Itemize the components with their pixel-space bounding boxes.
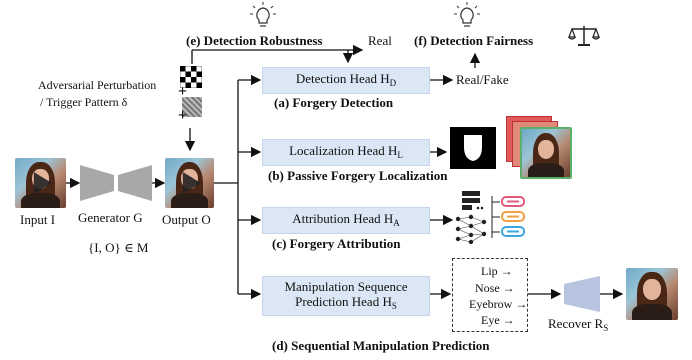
sequence-caption: (d) Sequential Manipulation Prediction [272, 338, 490, 353]
recover-label-sub: S [603, 323, 609, 333]
localization-caption: (b) Passive Forgery Localization [268, 168, 448, 183]
attribution-head-name: Attribution Head H [292, 210, 394, 226]
recover-icon [564, 276, 600, 312]
output-label: Output O [162, 212, 211, 227]
robustness-label: (e) Detection Robustness [186, 33, 323, 48]
forgery-mask-image [450, 127, 496, 169]
attribution-head-sub: A [393, 217, 400, 228]
detection-caption: (a) Forgery Detection [274, 95, 394, 110]
input-face-image [15, 158, 66, 208]
real-fake-label: Real/Fake [456, 72, 509, 87]
balance-scale-icon [568, 26, 600, 46]
recover-label: Recover RS [548, 316, 608, 333]
perturbation-label-line1: Adversarial Perturbation [38, 78, 157, 92]
set-label: {I, O} ∈ M [88, 240, 149, 255]
stacked-face-image [520, 127, 572, 179]
step-eyebrow: Eyebrow → [469, 297, 528, 311]
generator-label: Generator G [78, 210, 143, 225]
localization-head-name: Localization Head H [289, 142, 398, 158]
manipulation-steps-box: Lip → Nose → Eyebrow → Eye → [452, 258, 528, 332]
fairness-label: (f) Detection Fairness [414, 33, 534, 48]
attribution-head-box: Attribution Head HA [262, 207, 430, 234]
detection-head-box: Detection Head HD [262, 67, 430, 94]
real-label: Real [368, 33, 392, 48]
trigger-pattern-icon [180, 66, 202, 88]
lightbulb-icon [250, 2, 276, 27]
attribution-classes-icon [491, 196, 525, 238]
step-nose: Nose → [475, 281, 515, 295]
noise-pattern-icon [182, 97, 202, 117]
detection-head-name: Detection Head H [295, 70, 390, 86]
perturbation-label-line2: / Trigger Pattern δ [40, 95, 128, 109]
sequence-head-name-line2: Prediction Head H [295, 293, 392, 309]
output-face-image [165, 158, 214, 208]
plus-icon: + [178, 83, 188, 100]
sequence-head-sub: S [391, 300, 397, 311]
step-eye: Eye → [481, 313, 515, 327]
network-icon [455, 214, 487, 244]
sequence-head-name-line1: Manipulation Sequence [284, 278, 408, 294]
generator-icon [80, 165, 152, 201]
lightbulb-icon [454, 2, 480, 27]
list-icon [462, 191, 484, 210]
mask-shape [464, 135, 482, 161]
attribution-caption: (c) Forgery Attribution [272, 236, 401, 251]
recovered-face-image [626, 268, 678, 320]
localization-head-box: Localization Head HL [262, 139, 430, 166]
detection-head-sub: D [389, 77, 397, 88]
step-lip: Lip → [481, 264, 513, 278]
plus-icon: + [178, 107, 188, 124]
recover-label-text: Recover R [548, 316, 604, 331]
localization-head-sub: L [397, 149, 403, 160]
input-label: Input I [20, 212, 56, 227]
